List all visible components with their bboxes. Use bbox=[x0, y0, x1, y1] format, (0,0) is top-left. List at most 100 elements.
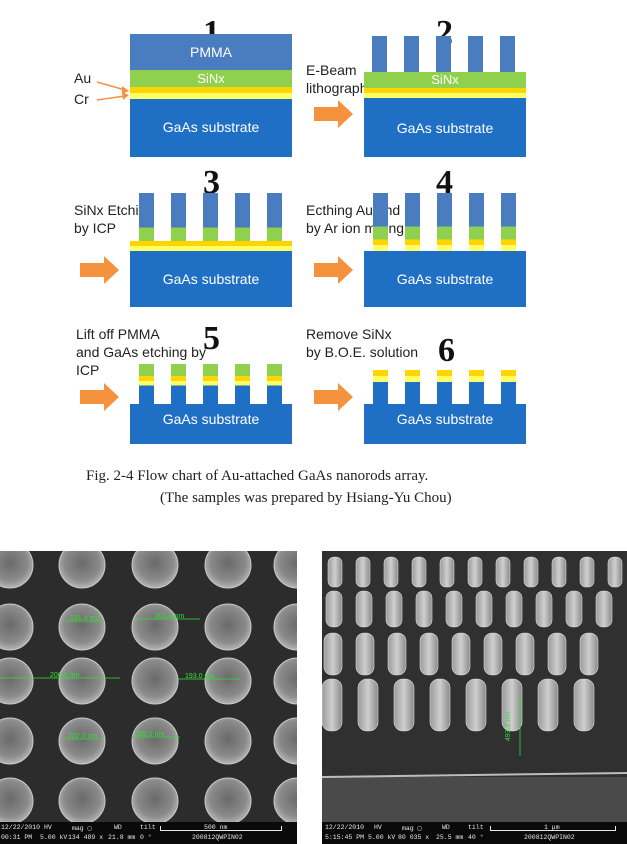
sem-sample-id: 200812QWPIN02 bbox=[192, 834, 243, 841]
gaas-substrate: GaAs substrate bbox=[130, 251, 292, 307]
au-layer bbox=[130, 241, 292, 246]
sem-wd: 25.5 mm bbox=[436, 834, 464, 841]
sem-status-bar: 12/22/2010 00:31 PM HV 5.00 kV mag ▢ 134… bbox=[0, 822, 297, 844]
sem-wd-label: WD bbox=[442, 824, 450, 831]
step-number: 3 bbox=[203, 164, 220, 201]
pillar bbox=[405, 193, 420, 251]
substrate-label: GaAs substrate bbox=[396, 411, 494, 427]
process-arrow-icon bbox=[314, 383, 353, 411]
step-text-line: and GaAs etching by bbox=[76, 344, 206, 360]
sem-date: 12/22/2010 bbox=[1, 824, 41, 831]
sem-hv-label: HV bbox=[44, 824, 52, 831]
measurement-label: 202.0 nm bbox=[68, 733, 98, 740]
sem-scale-bar bbox=[160, 826, 282, 831]
pmma-layer: PMMA bbox=[130, 34, 292, 70]
pillar bbox=[171, 364, 186, 404]
nanorod-tilted-pattern bbox=[322, 551, 627, 822]
sem-hv-label: HV bbox=[374, 824, 382, 831]
step-number: 6 bbox=[438, 332, 455, 369]
pillar bbox=[267, 193, 282, 241]
sem-tilt: 0 ° bbox=[140, 834, 152, 841]
au-layer bbox=[364, 88, 526, 93]
measurement-label: 191.4 nm bbox=[70, 615, 100, 622]
sem-image-top-view: 191.4 nm 201.4 nm 206.5 nm 193.0 nm 202.… bbox=[0, 551, 297, 844]
cr-layer bbox=[130, 246, 292, 251]
measurement-label: 193.0 nm bbox=[185, 673, 215, 680]
pmma-label: PMMA bbox=[190, 44, 232, 60]
cr-layer bbox=[364, 93, 526, 98]
pillar bbox=[139, 364, 154, 404]
sem-scale-bar bbox=[490, 826, 616, 831]
step-description: SiNx Etching by ICP bbox=[74, 201, 154, 237]
pillar bbox=[469, 370, 484, 404]
sinx-label: SiNx bbox=[431, 72, 459, 87]
pillar bbox=[267, 364, 282, 404]
step-text-line: Ecthing Au and Cr bbox=[306, 202, 419, 218]
step-text-line: by ICP bbox=[74, 220, 117, 236]
pillar bbox=[373, 193, 388, 251]
gaas-substrate: GaAs substrate bbox=[130, 404, 292, 444]
measurement-label: 493.2 nm bbox=[505, 711, 513, 742]
sem-sample-id: 200812QWPIN02 bbox=[524, 834, 575, 841]
step-description: Ecthing Au and Cr by Ar ion milling bbox=[306, 201, 419, 237]
substrate-label: GaAs substrate bbox=[162, 271, 260, 287]
figure-caption-line2: (The samples was prepared by Hsiang-Yu C… bbox=[160, 490, 452, 506]
sem-status-bar: 12/22/2010 5:15:45 PM HV 5.00 kV mag ▢ 8… bbox=[322, 822, 627, 844]
sem-scale-label: 1 μm bbox=[544, 824, 560, 831]
gaas-substrate: GaAs substrate bbox=[364, 404, 526, 444]
measurement-label: 201.4 nm bbox=[155, 613, 185, 620]
sem-wd-label: WD bbox=[114, 824, 122, 831]
sem-wd: 21.8 mm bbox=[108, 834, 136, 841]
pillar bbox=[501, 370, 516, 404]
sem-tilt-label: tilt bbox=[140, 824, 156, 831]
sem-mag-label: mag ▢ bbox=[402, 825, 422, 832]
pmma-pillar bbox=[500, 36, 515, 72]
pillar bbox=[469, 193, 484, 251]
pillar bbox=[405, 370, 420, 404]
step-description: Lift off PMMA and GaAs etching by ICP bbox=[76, 325, 206, 379]
substrate-label: GaAs substrate bbox=[162, 411, 260, 427]
process-arrow-icon bbox=[80, 383, 119, 411]
pmma-pillar bbox=[404, 36, 419, 72]
sem-tilt: 40 ° bbox=[468, 834, 484, 841]
substrate-label: GaAs substrate bbox=[396, 271, 494, 287]
pillar bbox=[203, 364, 218, 404]
sinx-layer: SiNx bbox=[130, 70, 292, 87]
sem-tilt-label: tilt bbox=[468, 824, 484, 831]
figure-caption-line1: Fig. 2-4 Flow chart of Au-attached GaAs … bbox=[86, 468, 429, 484]
process-arrow-icon bbox=[80, 256, 119, 284]
sem-mag-label: mag ▢ bbox=[72, 825, 92, 832]
pillar bbox=[171, 193, 186, 241]
sinx-layer: SiNx bbox=[364, 72, 526, 88]
sem-mag: 80 035 x bbox=[398, 834, 430, 841]
pillar bbox=[437, 370, 452, 404]
step-text-line: ICP bbox=[76, 362, 100, 378]
au-label: Au bbox=[74, 70, 92, 86]
pmma-pillar bbox=[436, 36, 451, 72]
sem-image-tilted-view: 493.2 nm 12/22/2010 5:15:45 PM HV 5.00 k… bbox=[322, 551, 627, 844]
pmma-pillar bbox=[372, 36, 387, 72]
measurement-label: 205.0 nm bbox=[135, 731, 165, 738]
step-number: 4 bbox=[436, 164, 453, 201]
sem-time: 00:31 PM bbox=[1, 834, 33, 841]
au-layer bbox=[130, 87, 292, 93]
pmma-pillar bbox=[468, 36, 483, 72]
pillar bbox=[235, 193, 250, 241]
measurement-label: 206.5 nm bbox=[50, 672, 80, 679]
pillar bbox=[437, 193, 452, 251]
step-text-line: Lift off PMMA bbox=[76, 326, 160, 342]
sem-hv: 5.00 kV bbox=[40, 834, 68, 841]
step-text-line: Remove SiNx bbox=[306, 326, 392, 342]
pillar bbox=[203, 193, 218, 241]
sem-date: 12/22/2010 bbox=[325, 824, 365, 831]
step-text-line: SiNx Etching bbox=[74, 202, 155, 218]
pillar bbox=[373, 370, 388, 404]
substrate-label: GaAs substrate bbox=[162, 119, 260, 135]
gaas-substrate: GaAs substrate bbox=[364, 98, 526, 157]
step-text-line: by Ar ion milling bbox=[306, 220, 405, 236]
nanorod-top-view-pattern bbox=[0, 551, 297, 822]
sem-time: 5:15:45 PM bbox=[325, 834, 365, 841]
pointer-arrows bbox=[96, 81, 129, 101]
step-description: E-Beam lithography bbox=[306, 61, 375, 97]
cr-label: Cr bbox=[74, 91, 89, 107]
